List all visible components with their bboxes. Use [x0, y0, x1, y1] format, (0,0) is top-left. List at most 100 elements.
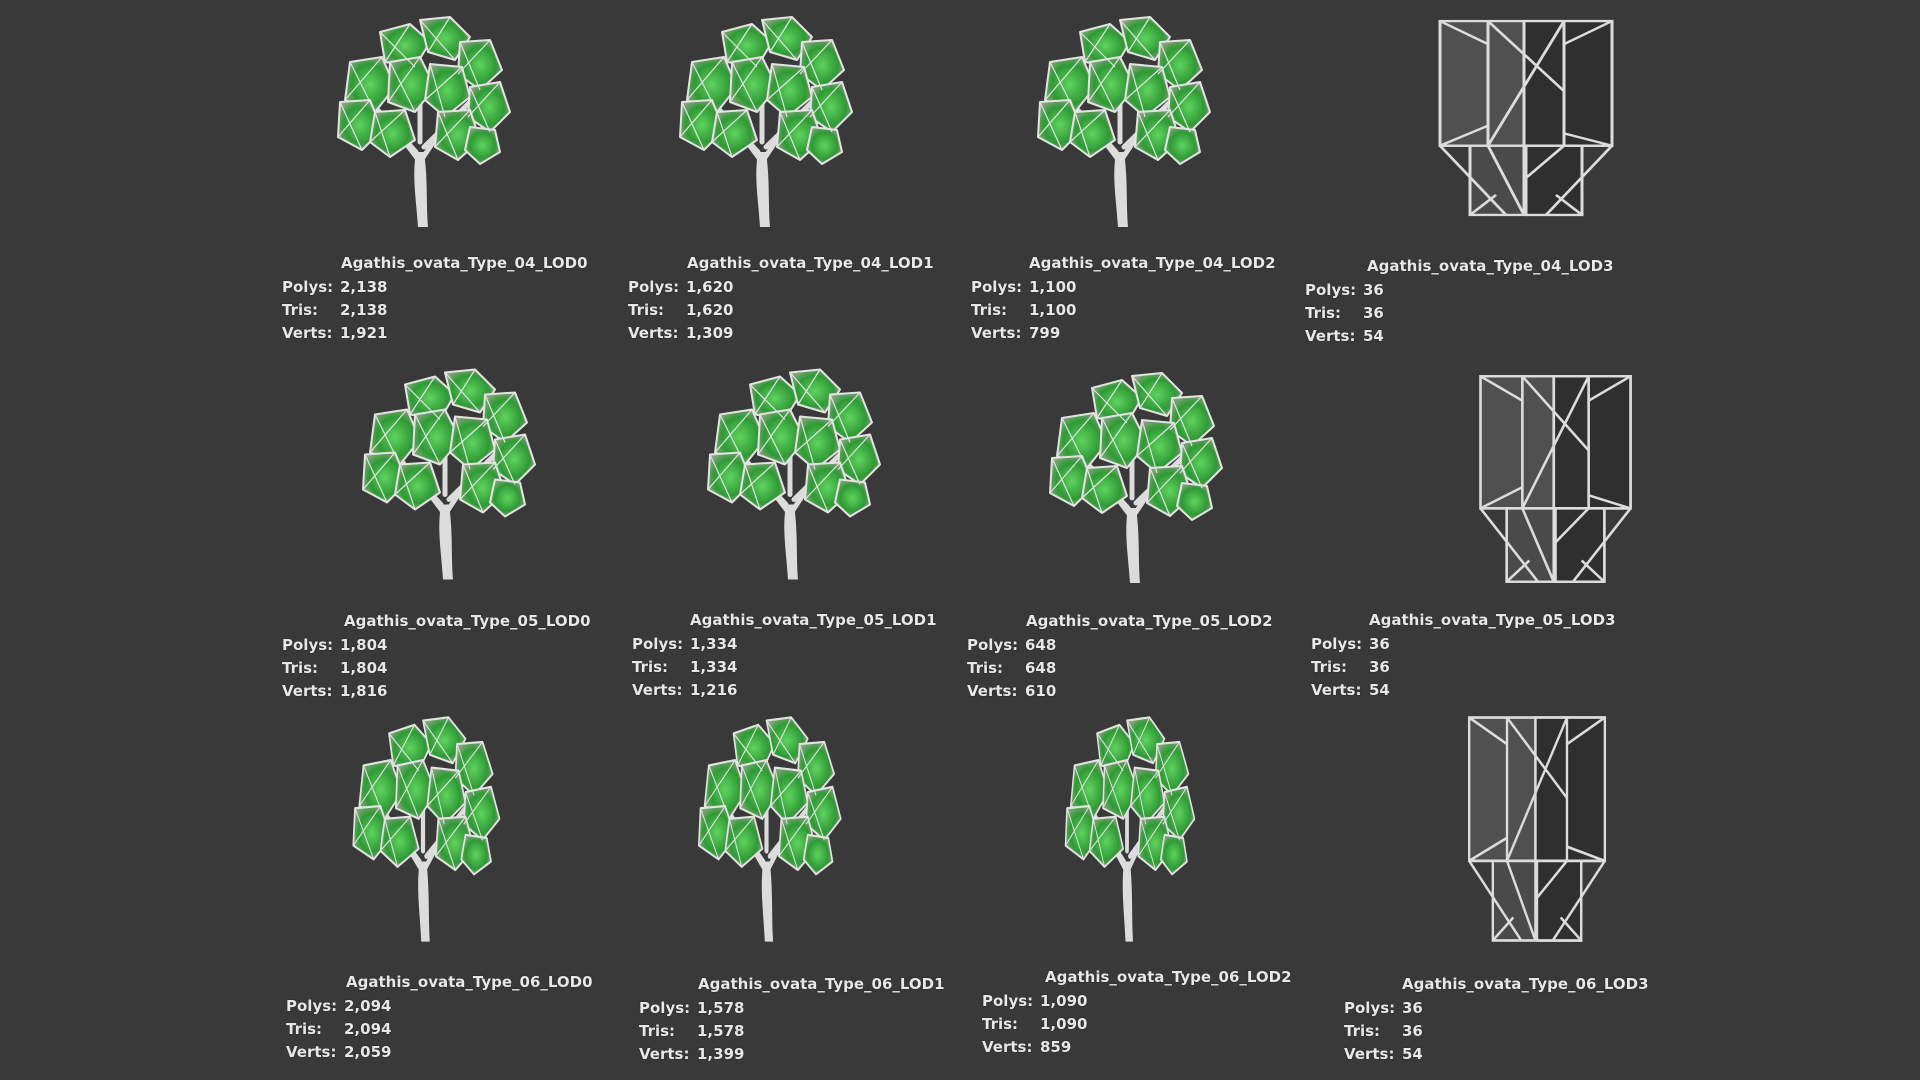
verts-value: 1,399 — [697, 1045, 745, 1063]
verts-label: Verts: — [282, 682, 333, 700]
tree-icon — [320, 12, 520, 232]
billboard-icon — [1438, 19, 1614, 217]
billboard-icon — [1467, 716, 1607, 942]
model-info-06-lod0: Agathis_ovata_Type_06_LOD0 Polys: 2,094 T… — [286, 971, 593, 1064]
polys-label: Polys: — [982, 992, 1034, 1010]
model-info-05-lod2: Agathis_ovata_Type_05_LOD2 Polys: 648 Tri… — [967, 610, 1273, 703]
tris-value: 1,090 — [1040, 1015, 1088, 1033]
billboard-model-preview-05-lod3 — [1477, 373, 1634, 585]
model-info-04-lod0: Agathis_ovata_Type_04_LOD0 Polys: 2,138 T… — [282, 252, 588, 345]
tree-model-preview-05-lod1 — [690, 362, 890, 587]
verts-label: Verts: — [1311, 681, 1362, 699]
polys-label: Polys: — [282, 278, 334, 296]
tris-label: Tris: — [286, 1020, 323, 1038]
model-info-05-lod0: Agathis_ovata_Type_05_LOD0 Polys: 1,804 T… — [282, 610, 591, 703]
verts-value: 1,816 — [340, 682, 388, 700]
tris-label: Tris: — [639, 1022, 676, 1040]
tris-label: Tris: — [282, 659, 319, 677]
tree-model-preview-05-lod2 — [1032, 368, 1232, 588]
tris-label: Tris: — [1305, 304, 1342, 322]
tree-model-preview-06-lod2 — [1052, 712, 1202, 947]
model-name: Agathis_ovata_Type_06_LOD0 — [346, 973, 593, 991]
polys-label: Polys: — [632, 635, 684, 653]
tris-label: Tris: — [971, 301, 1008, 319]
tree-icon — [1032, 368, 1232, 588]
tris-value: 36 — [1369, 658, 1390, 676]
verts-value: 610 — [1025, 682, 1057, 700]
polys-label: Polys: — [967, 636, 1019, 654]
tris-label: Tris: — [982, 1015, 1019, 1033]
verts-label: Verts: — [1344, 1045, 1395, 1063]
tris-label: Tris: — [967, 659, 1004, 677]
polys-value: 1,090 — [1040, 992, 1088, 1010]
model-info-04-lod2: Agathis_ovata_Type_04_LOD2 Polys:1,100 T… — [971, 252, 1276, 345]
verts-label: Verts: — [628, 324, 679, 342]
tris-label: Tris: — [1311, 658, 1348, 676]
model-name: Agathis_ovata_Type_06_LOD3 — [1402, 975, 1649, 993]
polys-value: 2,138 — [340, 278, 388, 296]
polys-value: 36 — [1369, 635, 1390, 653]
polys-label: Polys: — [282, 636, 334, 654]
model-name: Agathis_ovata_Type_05_LOD3 — [1369, 611, 1616, 629]
tris-value: 2,138 — [340, 301, 388, 319]
verts-label: Verts: — [286, 1043, 337, 1061]
verts-value: 54 — [1363, 327, 1384, 345]
billboard-model-preview-04-lod3 — [1436, 18, 1616, 218]
verts-label: Verts: — [967, 682, 1018, 700]
model-name: Agathis_ovata_Type_05_LOD2 — [1026, 612, 1273, 630]
polys-value: 1,334 — [690, 635, 738, 653]
polys-label: Polys: — [1344, 999, 1396, 1017]
tris-value: 1,804 — [340, 659, 388, 677]
polys-label: Polys: — [1311, 635, 1363, 653]
polys-value: 1,804 — [340, 636, 388, 654]
tris-value: 648 — [1025, 659, 1057, 677]
model-info-05-lod1: Agathis_ovata_Type_05_LOD1 Polys: 1,334 T… — [632, 609, 937, 702]
tree-icon — [662, 12, 862, 232]
polys-label: Polys: — [286, 997, 338, 1015]
verts-value: 859 — [1040, 1038, 1072, 1056]
verts-value: 54 — [1402, 1045, 1423, 1063]
tree-icon — [1052, 712, 1202, 947]
tris-label: Tris: — [632, 658, 669, 676]
tree-model-preview-06-lod0 — [338, 712, 508, 947]
tree-model-preview-04-lod1 — [662, 12, 862, 232]
verts-value: 799 — [1029, 324, 1061, 342]
polys-value: 36 — [1363, 281, 1384, 299]
model-name: Agathis_ovata_Type_04_LOD3 — [1367, 257, 1614, 275]
tris-value: 1,620 — [686, 301, 734, 319]
verts-label: Verts: — [639, 1045, 690, 1063]
polys-value: 36 — [1402, 999, 1423, 1017]
tris-label: Tris: — [628, 301, 665, 319]
tris-value: 1,578 — [697, 1022, 745, 1040]
polys-label: Polys: — [971, 278, 1023, 296]
model-info-04-lod3: Agathis_ovata_Type_04_LOD3 Polys: 36 Tris… — [1305, 255, 1614, 348]
verts-label: Verts: — [282, 324, 333, 342]
polys-label: Polys: — [1305, 281, 1357, 299]
model-name: Agathis_ovata_Type_04_LOD1 — [687, 254, 934, 272]
model-info-04-lod1: Agathis_ovata_Type_04_LOD1 Polys: 1,620 T… — [628, 252, 934, 345]
model-name: Agathis_ovata_Type_05_LOD0 — [344, 612, 591, 630]
model-name: Agathis_ovata_Type_04_LOD0 — [341, 254, 588, 272]
billboard-model-preview-06-lod3 — [1466, 714, 1608, 944]
tris-value: 36 — [1363, 304, 1384, 322]
tree-icon — [1020, 12, 1220, 232]
tree-icon — [345, 362, 545, 587]
tree-icon — [690, 362, 890, 587]
tris-value: 2,094 — [344, 1020, 392, 1038]
tris-label: Tris: — [282, 301, 319, 319]
verts-value: 2,059 — [344, 1043, 392, 1061]
model-info-05-lod3: Agathis_ovata_Type_05_LOD3 Polys: 36 Tris… — [1311, 609, 1616, 702]
verts-value: 54 — [1369, 681, 1390, 699]
model-name: Agathis_ovata_Type_04_LOD2 — [1029, 254, 1276, 272]
polys-value: 1,620 — [686, 278, 734, 296]
tree-model-preview-04-lod2 — [1020, 12, 1220, 232]
tree-model-preview-05-lod0 — [345, 362, 545, 587]
tree-model-preview-06-lod1 — [684, 712, 849, 947]
verts-value: 1,309 — [686, 324, 734, 342]
tree-icon — [338, 712, 508, 947]
polys-label: Polys: — [628, 278, 680, 296]
verts-value: 1,921 — [340, 324, 388, 342]
model-name: Agathis_ovata_Type_05_LOD1 — [690, 611, 937, 629]
model-info-06-lod3: Agathis_ovata_Type_06_LOD3 Polys:36 Tris… — [1344, 973, 1649, 1066]
verts-label: Verts: — [632, 681, 683, 699]
